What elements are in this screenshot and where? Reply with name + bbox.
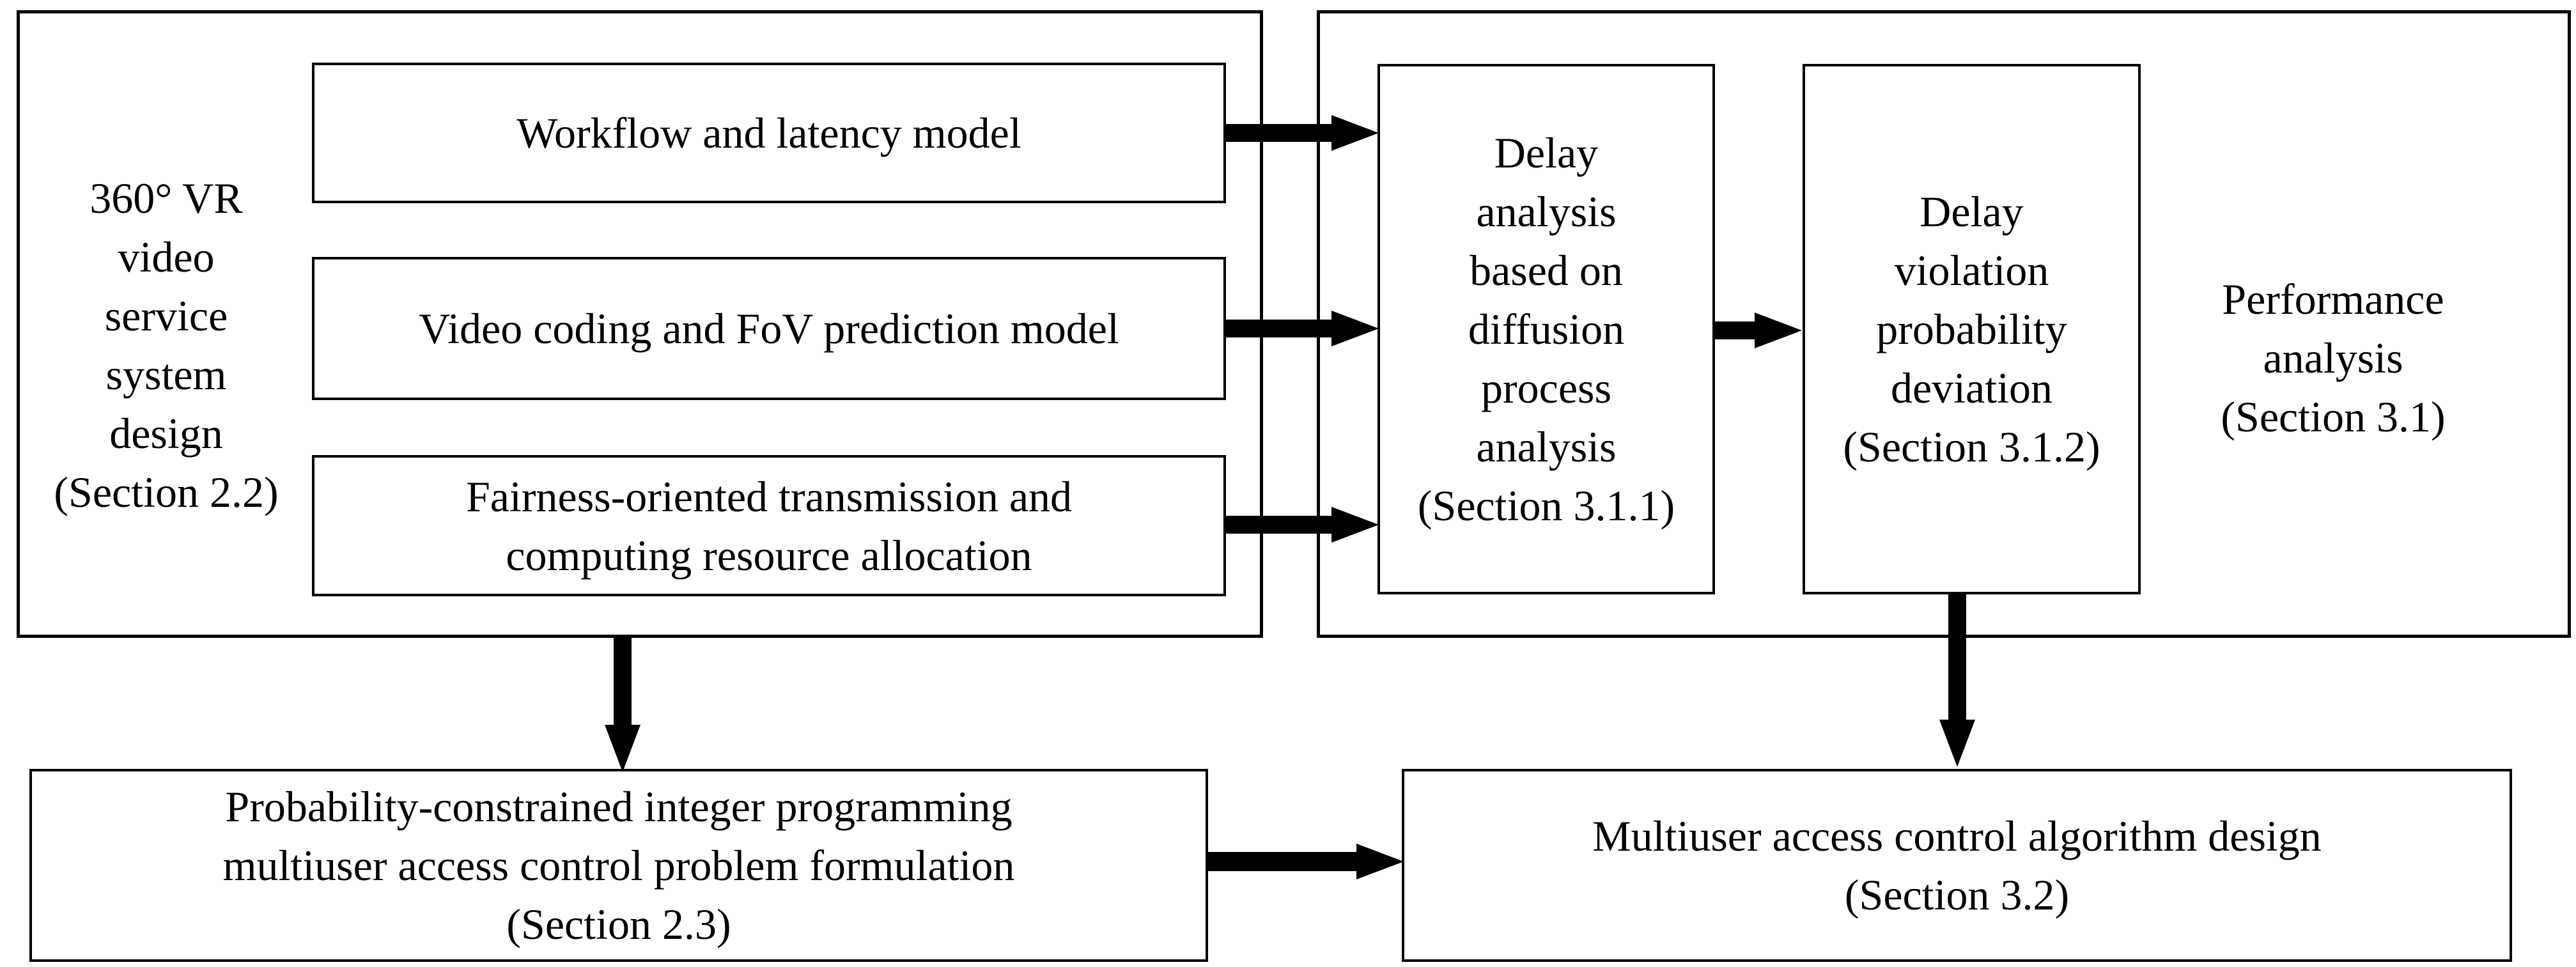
performance-analysis-label: Performance analysis (Section 3.1) xyxy=(2221,275,2446,441)
arrow-shaft xyxy=(1714,321,1755,339)
arrow-shaft xyxy=(1224,320,1331,337)
workflow-latency-model-box: Workflow and latency model xyxy=(312,63,1226,203)
arrow-head-right-icon xyxy=(1331,311,1379,346)
arrow-shaft xyxy=(1224,516,1331,534)
arrow-head-right-icon xyxy=(1331,115,1379,151)
problem-formulation-box: Probability-constrained integer programm… xyxy=(29,769,1208,962)
arrow-shaft xyxy=(1224,124,1331,142)
arrow-head-right-icon xyxy=(1331,507,1379,543)
arrow-head-down-icon xyxy=(605,725,640,772)
algorithm-design-box: Multiuser access control algorithm desig… xyxy=(1402,769,2512,962)
system-design-label: 360° VR video service system design (Sec… xyxy=(54,174,279,516)
arrow-head-right-icon xyxy=(1755,313,1802,348)
arrow-shaft xyxy=(1206,852,1356,871)
delay-analysis-box: Delay analysis based on diffusion proces… xyxy=(1377,64,1715,594)
delay-violation-box: Delay violation probability deviation (S… xyxy=(1803,64,2141,594)
arrow-head-down-icon xyxy=(1939,720,1975,767)
video-coding-fov-model-box: Video coding and FoV prediction model xyxy=(312,257,1226,400)
arrow-shaft xyxy=(1948,594,1966,720)
arrow-head-right-icon xyxy=(1356,844,1404,879)
arrow-shaft xyxy=(614,635,632,725)
fairness-resource-allocation-box: Fairness-oriented transmission and compu… xyxy=(312,455,1226,596)
